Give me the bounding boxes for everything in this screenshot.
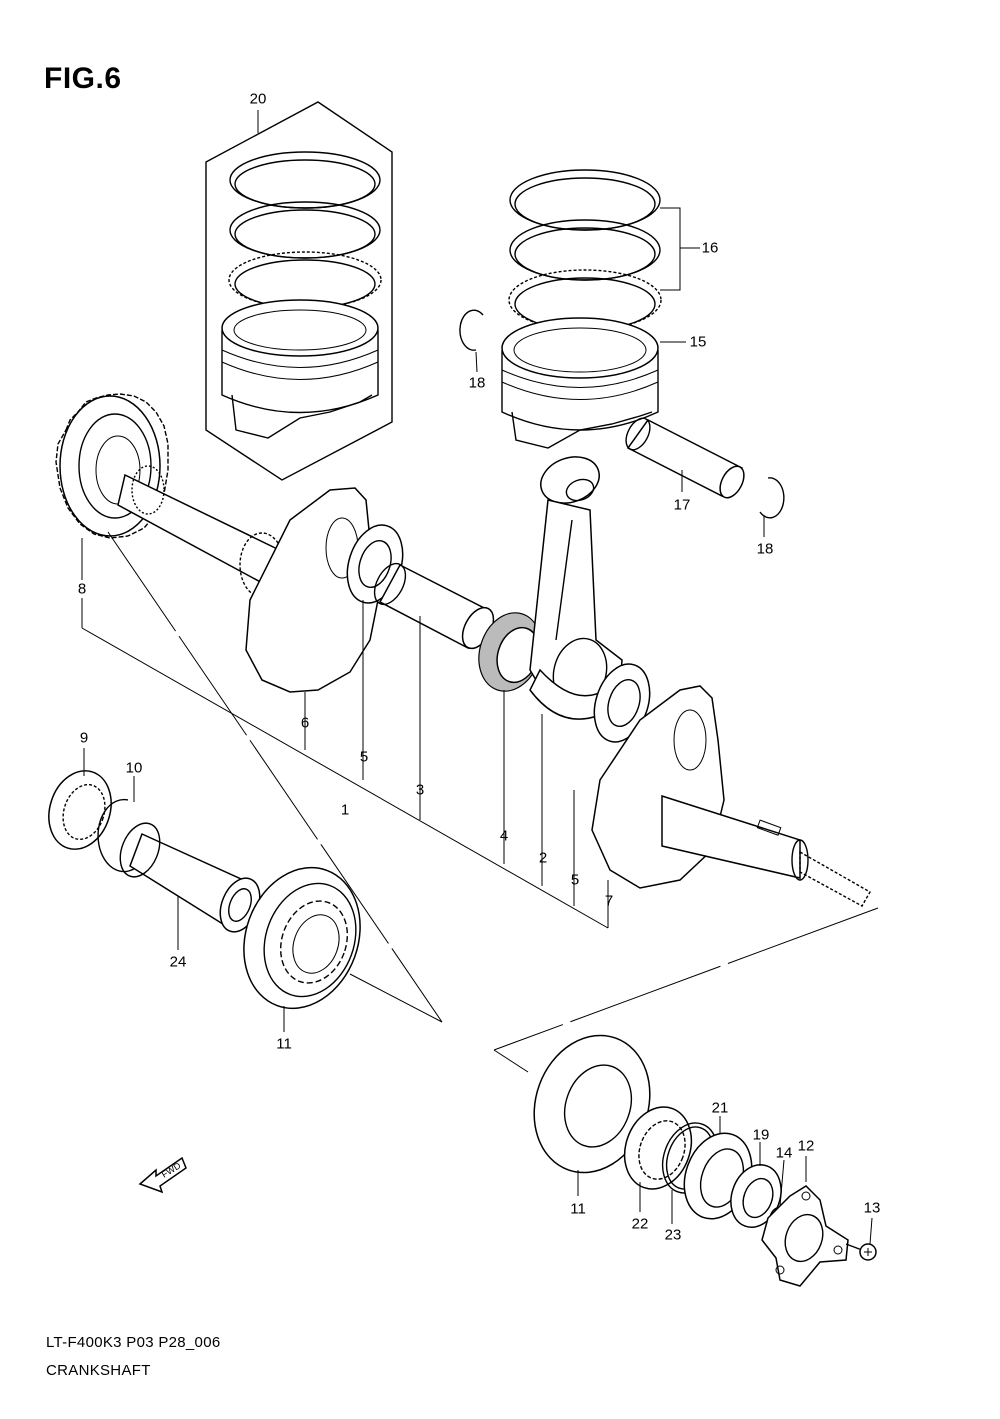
callout-4: 4: [499, 827, 509, 845]
callout-13: 13: [863, 1199, 881, 1217]
circlip-left: [459, 309, 484, 373]
callout-5: 5: [570, 871, 580, 889]
callout-20: 20: [249, 90, 267, 108]
figure-title: FIG.6: [44, 62, 122, 95]
callout-11: 11: [276, 1035, 292, 1053]
bearing-11-right: [533, 1034, 651, 1196]
callout-17: 17: [673, 496, 691, 514]
circlip-right: [759, 477, 785, 537]
callout-1: 1: [340, 801, 350, 819]
retainer-plate-12: [761, 1156, 849, 1287]
connecting-rod: [529, 456, 623, 720]
model-code: LT-F400K3 P03 P28_006: [46, 1334, 221, 1351]
callout-16: 16: [701, 239, 719, 257]
piston-pin: [625, 417, 745, 499]
callout-10: 10: [125, 759, 143, 777]
piston-with-rings-left: [221, 151, 382, 439]
callout-2: 2: [538, 849, 548, 867]
callout-12: 12: [797, 1137, 815, 1155]
screw-13: [845, 1217, 877, 1261]
callout-7: 7: [604, 892, 614, 910]
callout-21: 21: [711, 1099, 729, 1117]
callout-5: 5: [359, 748, 369, 766]
callout-11: 11: [570, 1200, 586, 1218]
needle-bearing: [478, 612, 542, 692]
crankshaft-right-half: [591, 685, 871, 907]
callout-6: 6: [300, 714, 310, 732]
callout-23: 23: [664, 1226, 682, 1244]
crank-washer-upper: [346, 524, 404, 604]
callout-9: 9: [79, 729, 89, 747]
circlip-10: [97, 776, 141, 873]
piston-with-rings-right: [501, 169, 700, 449]
callout-14: 14: [775, 1144, 793, 1162]
callout-15: 15: [689, 333, 707, 351]
sleeve-24: [119, 822, 261, 950]
callout-24: 24: [169, 953, 187, 971]
bearing-22: [623, 1106, 693, 1212]
fwd-arrow-icon: FWD: [138, 1156, 187, 1194]
callout-18: 18: [468, 374, 486, 392]
callout-8: 8: [77, 580, 87, 598]
callout-19: 19: [752, 1126, 770, 1144]
bearing-9: [48, 748, 112, 850]
callout-18: 18: [756, 540, 774, 558]
piston-kit-outline: [205, 101, 393, 481]
crank-washer-lower: [593, 663, 651, 743]
callout-3: 3: [415, 781, 425, 799]
crankshaft-left-assembly: [55, 393, 379, 693]
leader-lines: [81, 531, 879, 1073]
bearing-11-left: [243, 866, 361, 1032]
figure-name: CRANKSHAFT: [46, 1362, 151, 1379]
spacer-19: [730, 1142, 782, 1228]
callout-22: 22: [631, 1215, 649, 1233]
